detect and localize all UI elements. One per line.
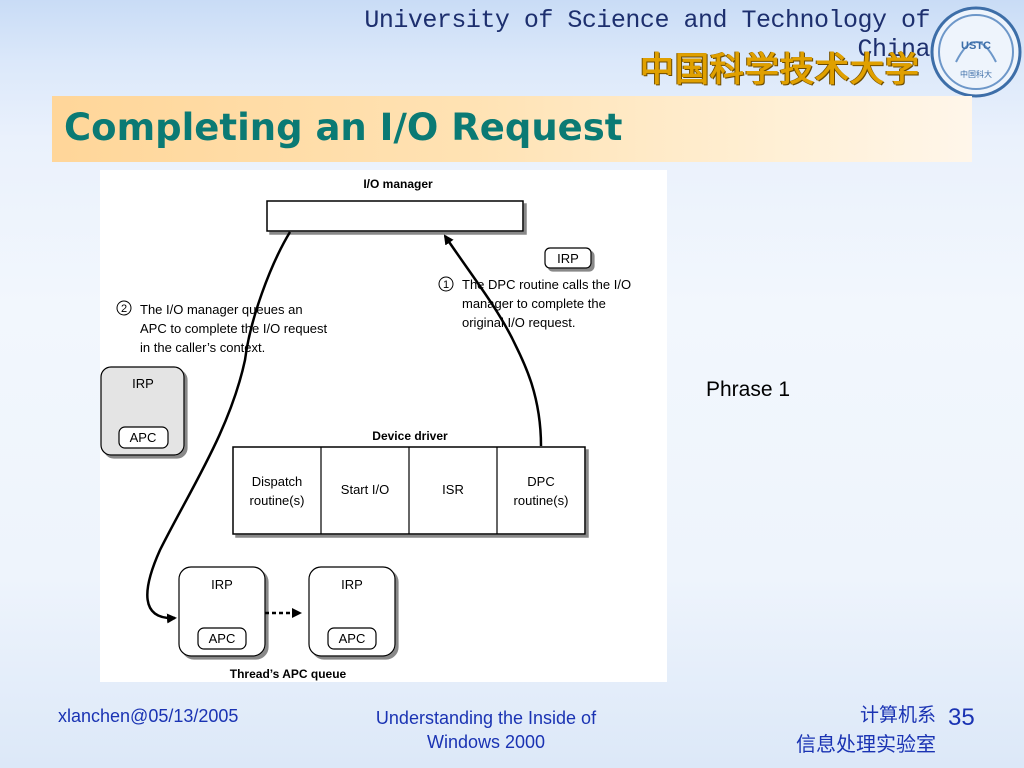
ustc-logo-icon: USTC 中国科大 [930, 6, 1022, 98]
io-manager-label: I/O manager [363, 177, 433, 191]
logo-chinese-text: 中国科大 [960, 69, 992, 79]
step-1-text-line-1: The DPC routine calls the I/O [462, 277, 631, 292]
irp-tag-box [544, 247, 592, 269]
university-name-english: University of Science and Technology of … [364, 6, 930, 64]
device-driver-label: Device driver [372, 429, 448, 443]
footer-book-title: Understanding the Inside of Windows 2000 [334, 706, 638, 754]
io-completion-diagram: I/O manager IRP 1 The DPC routine calls … [100, 170, 667, 682]
dpc-routine-line-2: routine(s) [514, 493, 569, 508]
irp-left-label: IRP [132, 376, 154, 391]
dispatch-routine-line-2: routine(s) [250, 493, 305, 508]
page-number: 35 [948, 704, 975, 731]
io-manager-box [266, 200, 524, 232]
queue-irp-label-2: IRP [341, 577, 363, 592]
apc-left-label: APC [130, 430, 157, 445]
dpc-to-io-manager-arrow [443, 234, 543, 447]
dpc-routine-line-1: DPC [527, 474, 554, 489]
start-io-cell: Start I/O [341, 482, 389, 497]
queue-label: Thread’s APC queue [230, 667, 347, 681]
step-1-marker [438, 276, 454, 292]
footer-book-line-1: Understanding the Inside of [375, 708, 597, 728]
title-bar [52, 96, 972, 162]
apc-left-box [118, 426, 169, 449]
queue-apc-box-1 [197, 627, 247, 650]
logo-text: USTC [961, 40, 991, 52]
step-1-number: 1 [443, 279, 449, 291]
queue-apc-box-2 [327, 627, 377, 650]
queue-apc-label-2: APC [339, 631, 366, 646]
io-manager-to-apc-queue-arrow [146, 231, 292, 624]
irp-tag-label: IRP [557, 251, 579, 266]
isr-cell: ISR [442, 482, 464, 497]
footer-book-line-2: Windows 2000 [426, 732, 546, 752]
step-2-text-line-2: APC to complete the I/O request [140, 321, 328, 336]
side-note: Phrase 1 [706, 378, 791, 401]
queue-irp-label-1: IRP [211, 577, 233, 592]
step-2-text-line-1: The I/O manager queues an [140, 302, 303, 317]
university-name-chinese: 中国科学技术大学 [640, 50, 920, 90]
step-2-number: 2 [121, 303, 127, 315]
step-1-text-line-3: original I/O request. [462, 315, 575, 330]
footer-lab: 信息处理实验室 [796, 734, 936, 756]
queue-apc-label-1: APC [209, 631, 236, 646]
footer-department: 计算机系 [859, 705, 936, 726]
step-1-text-line-2: manager to complete the [462, 296, 606, 311]
step-2-text-line-3: in the caller’s context. [140, 340, 265, 355]
slide-title: Completing an I/O Request [64, 106, 623, 149]
footer-author: xlanchen@05/13/2005 [58, 706, 239, 726]
dispatch-routine-line-1: Dispatch [252, 474, 303, 489]
step-2-marker [116, 300, 132, 316]
